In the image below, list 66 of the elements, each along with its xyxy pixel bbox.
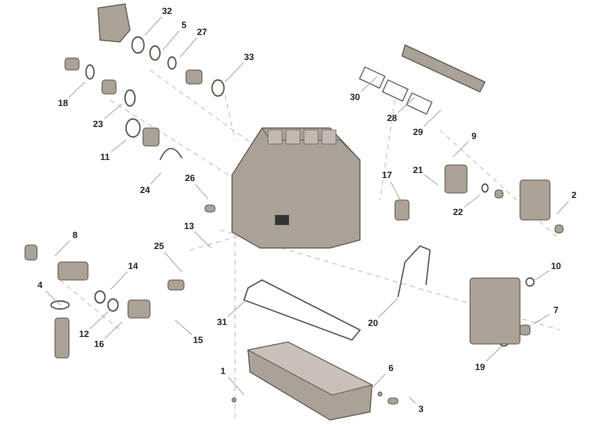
leader-line	[408, 396, 416, 404]
leader-line	[150, 172, 162, 185]
leader-line	[174, 320, 192, 336]
leader-line	[54, 240, 70, 256]
callout-number: 21	[413, 165, 423, 175]
leader-line	[228, 300, 246, 317]
leader-line	[485, 346, 502, 362]
callout-number: 30	[350, 92, 360, 102]
callout-number: 32	[162, 6, 172, 16]
callout-number: 33	[244, 52, 254, 62]
leader-line	[378, 298, 398, 318]
callout-number: 17	[382, 170, 392, 180]
callout-number: 18	[58, 98, 68, 108]
leader-line	[534, 314, 550, 324]
leader-line	[104, 322, 122, 339]
callout-number: 13	[184, 221, 194, 231]
callout-number: 23	[93, 119, 103, 129]
leader-line	[398, 96, 416, 113]
leader-line	[45, 290, 60, 306]
callout-number: 25	[154, 241, 164, 251]
callout-number: 26	[185, 173, 195, 183]
leader-line	[534, 270, 550, 280]
callout-number: 16	[94, 339, 104, 349]
leader-line	[194, 231, 212, 248]
leader-line	[162, 30, 180, 50]
callout-number: 5	[182, 20, 186, 30]
callout-number: 2	[572, 190, 576, 200]
callout-number: 22	[453, 207, 463, 217]
callout-number: 7	[554, 305, 558, 315]
callout-number: 28	[387, 113, 397, 123]
callout-number: 29	[413, 127, 423, 137]
leader-line	[164, 252, 182, 272]
leader-line	[194, 184, 208, 200]
leader-line	[464, 194, 480, 208]
leader-line	[452, 141, 469, 158]
leader-line	[180, 38, 198, 58]
callout-number: 11	[100, 152, 110, 162]
callout-number: 20	[368, 318, 378, 328]
leader-line	[110, 140, 126, 152]
callout-number: 19	[475, 362, 485, 372]
leader-line	[360, 76, 378, 92]
callout-number: 12	[79, 329, 89, 339]
callout-number: 9	[472, 131, 476, 141]
callout-number: 3	[418, 404, 424, 414]
leader-line	[144, 16, 162, 36]
leader-line	[224, 62, 244, 82]
callout-number: 10	[551, 261, 561, 271]
callout-number: 6	[388, 363, 394, 373]
callout-number: 24	[140, 185, 150, 195]
leader-line	[556, 200, 570, 214]
leader-line	[423, 110, 442, 127]
leader-line	[228, 376, 244, 396]
leader-line	[104, 104, 122, 120]
callout-number: 8	[72, 230, 78, 240]
leader-line	[390, 182, 402, 204]
leader-line	[90, 312, 108, 329]
callout-number: 27	[197, 27, 207, 37]
callout-number: 14	[128, 261, 138, 271]
leader-line	[110, 271, 128, 290]
leader-line	[424, 174, 438, 186]
callout-number: 15	[193, 335, 203, 345]
callout-number: 1	[220, 366, 226, 376]
leader-line	[370, 373, 386, 390]
callout-number: 31	[217, 317, 227, 327]
callout-number: 4	[38, 280, 42, 290]
leader-line	[68, 82, 86, 98]
